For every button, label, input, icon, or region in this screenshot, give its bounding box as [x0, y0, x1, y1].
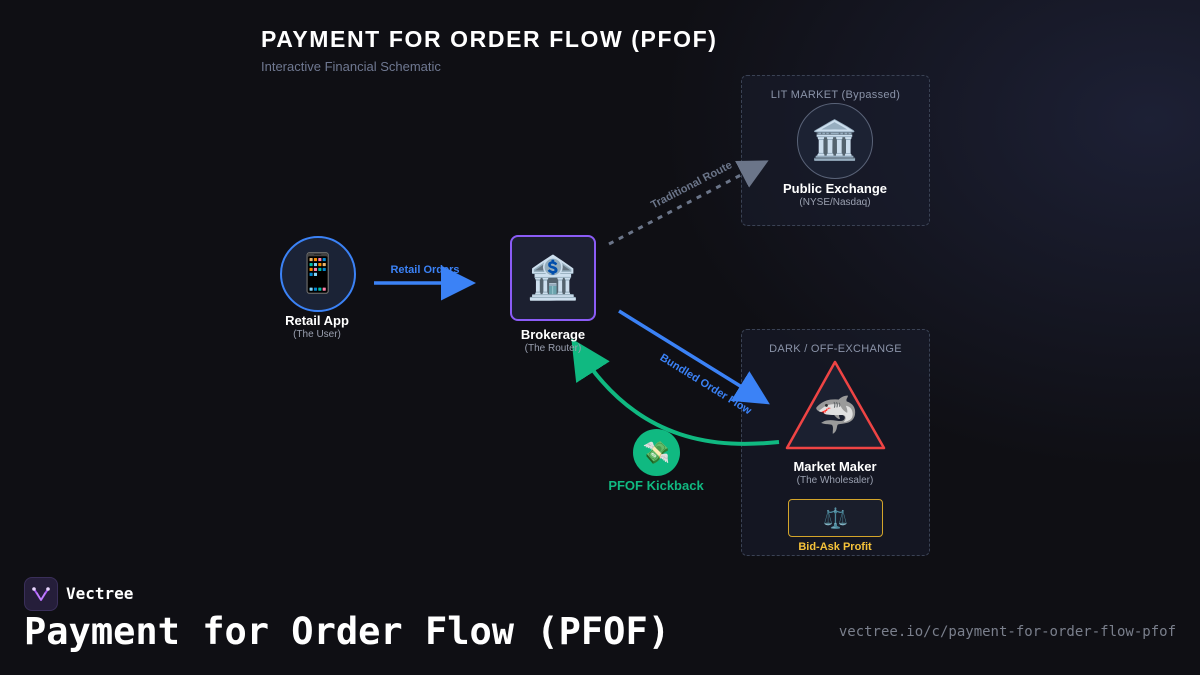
- classical-building-icon: 🏛️: [811, 120, 859, 162]
- vectree-logo-icon[interactable]: [24, 577, 58, 611]
- page-subtitle: Interactive Financial Schematic: [261, 59, 441, 74]
- shark-icon: 🦈: [813, 394, 859, 435]
- bid-ask-profit-node[interactable]: ⚖️: [788, 499, 883, 537]
- page-title: PAYMENT FOR ORDER FLOW (PFOF): [261, 26, 718, 52]
- kickback-label: PFOF Kickback: [608, 478, 704, 493]
- mobile-phone-icon: 📱: [294, 253, 342, 295]
- traditional-route-arrow: [608, 160, 769, 246]
- brokerage-node[interactable]: 🏦: [510, 235, 596, 321]
- scales-icon: ⚖️: [823, 507, 848, 530]
- dark-market-label: DARK / OFF-EXCHANGE: [769, 343, 902, 355]
- brokerage-sub: (The Router): [524, 343, 582, 354]
- retail-orders-label: Retail Orders: [390, 264, 459, 276]
- market-maker-name: Market Maker: [793, 459, 877, 474]
- market-maker-triangle: [785, 360, 886, 450]
- bid-ask-profit-label: Bid-Ask Profit: [798, 541, 872, 553]
- retail-app-sub: (The User): [293, 329, 341, 340]
- market-maker-sub: (The Wholesaler): [796, 475, 874, 486]
- retail-app-node[interactable]: 📱: [280, 236, 356, 312]
- lit-market-label: LIT MARKET (Bypassed): [770, 89, 901, 101]
- footer-title: Payment for Order Flow (PFOF): [24, 610, 671, 653]
- public-exchange-sub: (NYSE/Nasdaq): [799, 197, 871, 208]
- public-exchange-name: Public Exchange: [782, 181, 888, 196]
- kickback-node[interactable]: 💸: [633, 429, 680, 476]
- brand-name: Vectree: [66, 584, 134, 603]
- market-maker-node[interactable]: 🦈: [786, 360, 886, 452]
- kickback-arrow: [571, 338, 780, 446]
- retail-app-name: Retail App: [285, 313, 349, 328]
- money-wings-icon: 💸: [642, 439, 671, 465]
- bundled-order-flow-arrow: [618, 309, 770, 405]
- public-exchange-node[interactable]: 🏛️: [797, 103, 873, 179]
- traditional-route-label: Traditional Route: [649, 159, 734, 211]
- footer-url[interactable]: vectree.io/c/payment-for-order-flow-pfof: [838, 624, 1176, 640]
- bank-icon: 🏦: [526, 253, 580, 301]
- brokerage-name: Brokerage: [520, 327, 586, 342]
